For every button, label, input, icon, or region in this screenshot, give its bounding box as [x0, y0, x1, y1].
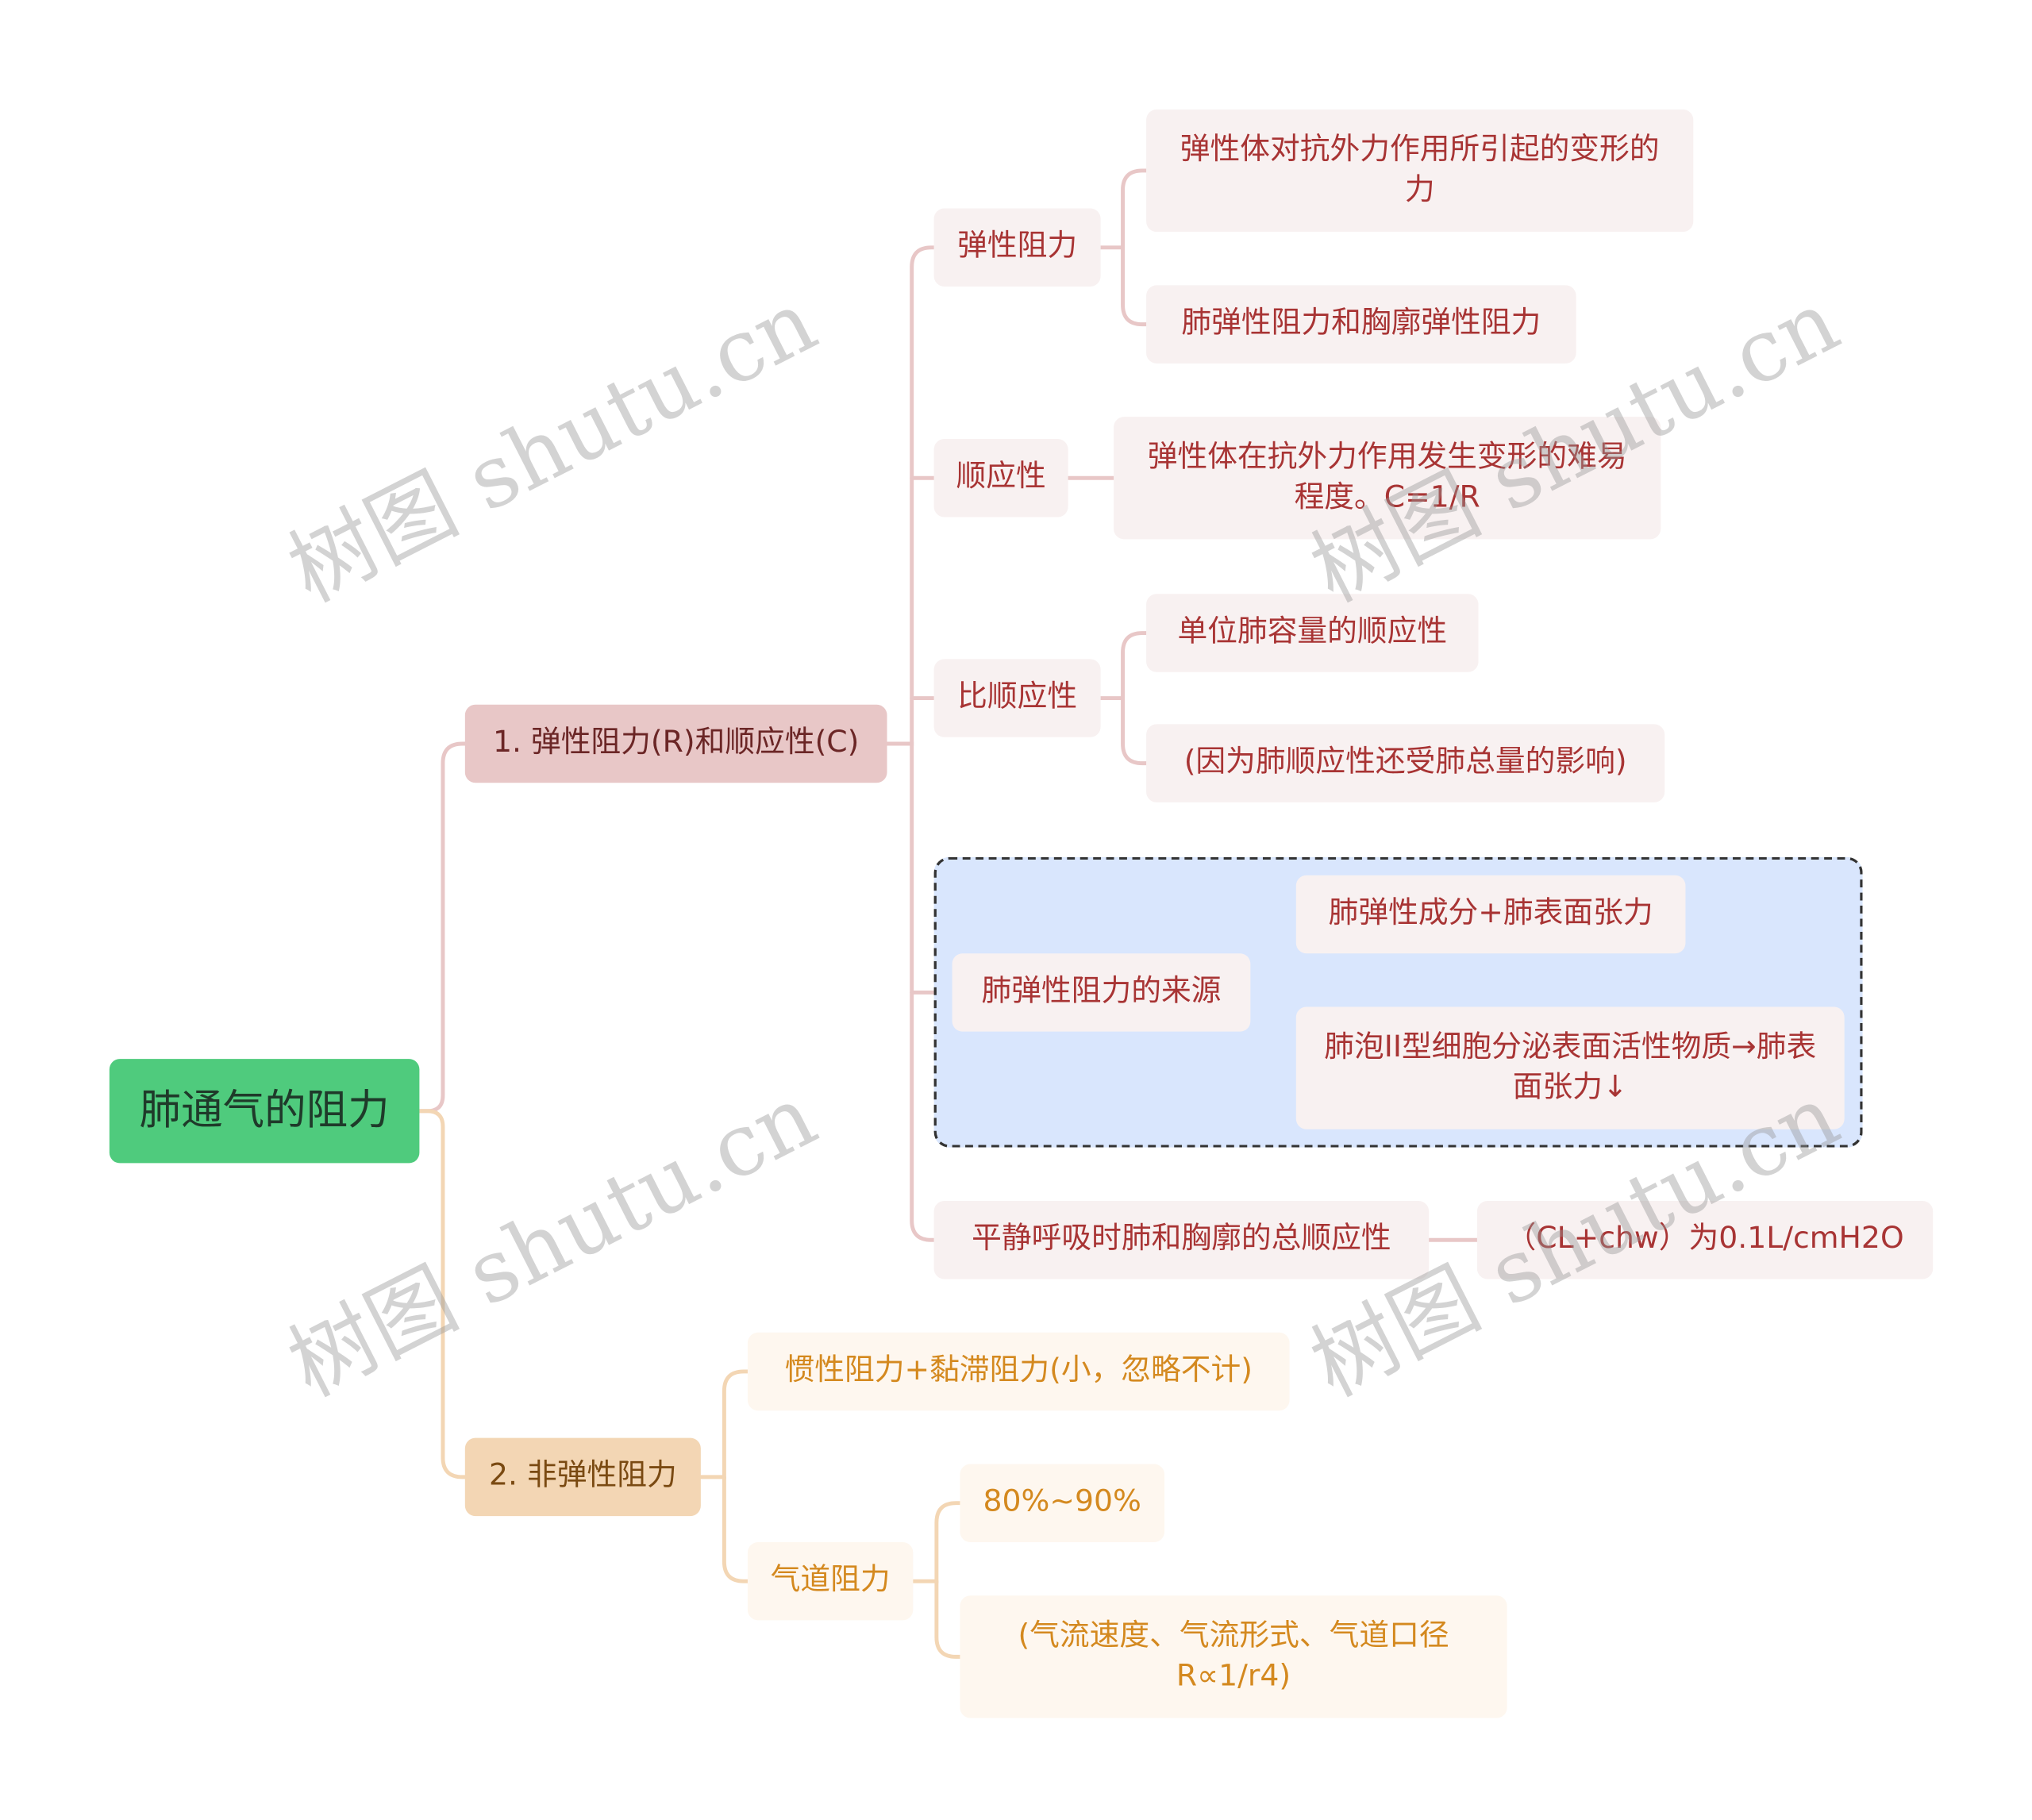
- topic-source-surfactant[interactable]: 肺泡II型细胞分泌表面活性物质→肺表面张力↓: [1295, 1006, 1845, 1129]
- topic-label: 顺应性: [956, 460, 1046, 494]
- topic-lung-elastic-source[interactable]: 肺弹性阻力的来源: [952, 953, 1251, 1032]
- topic-label: 肺弹性阻力的来源: [981, 975, 1222, 1009]
- topic-elastic-parts[interactable]: 肺弹性阻力和胸廓弹性阻力: [1146, 285, 1576, 364]
- topic-label: 弹性体对抗外力作用所引起的变形的力: [1180, 133, 1660, 207]
- topic-source-components[interactable]: 肺弹性成分+肺表面张力: [1295, 875, 1686, 954]
- topic-label: 平静呼吸时肺和胸廓的总顺应性: [972, 1222, 1391, 1256]
- topic-specific-compliance[interactable]: 比顺应性: [933, 659, 1101, 737]
- topic-total-compliance[interactable]: 平静呼吸时肺和胸廓的总顺应性: [933, 1201, 1430, 1279]
- topic-airway-resistance[interactable]: 气道阻力: [747, 1541, 914, 1621]
- topic-label: 弹性阻力: [957, 229, 1078, 264]
- root-topic-label: 肺通气的阻力: [139, 1085, 390, 1135]
- topic-label: 惯性阻力+黏滞阻力(小，忽略不计): [784, 1353, 1253, 1388]
- topic-specific-definition[interactable]: 单位肺容量的顺应性: [1146, 594, 1479, 672]
- topic-label: 气道阻力: [770, 1563, 891, 1598]
- topic-label: 2. 非弹性阻力: [488, 1459, 677, 1494]
- topic-elastic-resistance[interactable]: 弹性阻力: [933, 208, 1101, 287]
- topic-elastic-resistance-compliance[interactable]: 1. 弹性阻力(R)和顺应性(C): [464, 704, 887, 783]
- topic-label: 肺弹性成分+肺表面张力: [1328, 896, 1653, 931]
- topic-elastic-definition[interactable]: 弹性体对抗外力作用所引起的变形的力: [1146, 109, 1694, 233]
- topic-label: 肺泡II型细胞分泌表面活性物质→肺表面张力↓: [1324, 1029, 1817, 1105]
- topic-compliance-definition[interactable]: 弹性体在抗外力作用发生变形的难易程度。C=1/R: [1114, 417, 1661, 540]
- topic-non-elastic-resistance[interactable]: 2. 非弹性阻力: [464, 1437, 701, 1517]
- topic-label: 肺弹性阻力和胸廓弹性阻力: [1181, 306, 1541, 341]
- topic-specific-reason[interactable]: (因为肺顺应性还受肺总量的影响): [1146, 724, 1665, 802]
- topic-inertia-viscous[interactable]: 惯性阻力+黏滞阻力(小，忽略不计): [747, 1332, 1290, 1411]
- topic-label: 单位肺容量的顺应性: [1177, 615, 1448, 649]
- topic-compliance[interactable]: 顺应性: [933, 439, 1068, 518]
- topic-total-compliance-value[interactable]: （CL+chw）为0.1L/cmH2O: [1476, 1201, 1934, 1279]
- topic-airway-percentage[interactable]: 80%~90%: [960, 1464, 1165, 1542]
- topic-label: （CL+chw）为0.1L/cmH2O: [1506, 1222, 1904, 1256]
- topic-label: 1. 弹性阻力(R)和顺应性(C): [492, 725, 860, 760]
- topic-label: (因为肺顺应性还受肺总量的影响): [1183, 745, 1627, 780]
- root-topic[interactable]: 肺通气的阻力: [109, 1059, 420, 1164]
- topic-label: 80%~90%: [983, 1485, 1141, 1520]
- topic-label: (气流速度、气流形式、气道口径R∝1/r4): [1018, 1618, 1449, 1694]
- topic-label: 比顺应性: [957, 680, 1078, 715]
- topic-airway-factors[interactable]: (气流速度、气流形式、气道口径R∝1/r4): [960, 1595, 1507, 1718]
- topic-label: 弹性体在抗外力作用发生变形的难易程度。C=1/R: [1147, 440, 1627, 515]
